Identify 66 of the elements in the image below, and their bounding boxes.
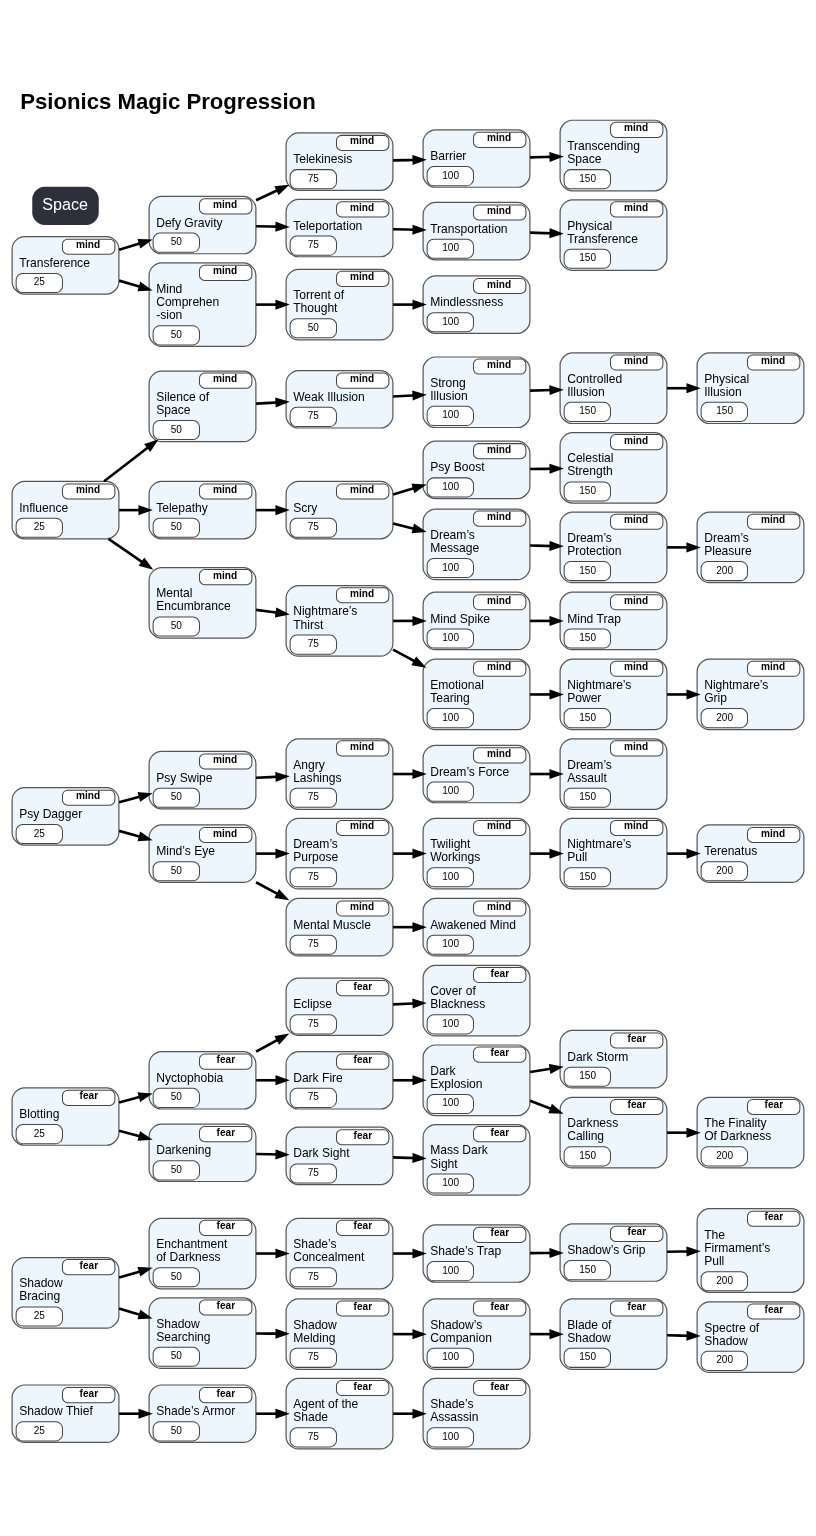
diagram-title: Psionics Magic Progression bbox=[20, 88, 316, 114]
arrow bbox=[119, 1408, 153, 1419]
arrow bbox=[530, 688, 564, 699]
arrow bbox=[393, 299, 427, 310]
arrow bbox=[107, 537, 154, 570]
arrow bbox=[393, 1328, 427, 1339]
arrow bbox=[118, 829, 153, 841]
arrow bbox=[530, 1328, 564, 1339]
arrow bbox=[393, 998, 427, 1009]
arrow bbox=[530, 540, 564, 551]
arrow bbox=[393, 1074, 427, 1085]
arrow bbox=[393, 1152, 427, 1163]
arrow bbox=[667, 382, 701, 393]
arrow bbox=[667, 848, 701, 859]
arrow bbox=[667, 1127, 701, 1138]
arrow bbox=[393, 390, 427, 401]
arrow bbox=[393, 848, 427, 859]
arrow bbox=[667, 688, 701, 699]
arrow bbox=[667, 1245, 701, 1256]
arrow bbox=[393, 224, 427, 235]
arrow bbox=[255, 1033, 290, 1053]
arrow bbox=[118, 1091, 153, 1104]
arrow bbox=[255, 184, 290, 201]
arrow bbox=[530, 615, 564, 626]
arrow bbox=[530, 384, 564, 395]
arrow bbox=[530, 768, 564, 779]
arrow bbox=[118, 1128, 153, 1141]
arrow bbox=[393, 1408, 427, 1419]
arrow bbox=[118, 1306, 153, 1319]
arrow bbox=[667, 541, 701, 552]
arrow bbox=[256, 221, 290, 232]
arrow bbox=[256, 1248, 290, 1259]
arrow bbox=[256, 299, 290, 310]
arrow bbox=[118, 238, 153, 251]
arrow bbox=[393, 768, 427, 779]
arrow bbox=[103, 438, 159, 482]
arrow bbox=[118, 791, 153, 803]
arrow bbox=[393, 154, 427, 165]
arrow bbox=[530, 1247, 564, 1258]
label: Space bbox=[42, 194, 89, 213]
arrow bbox=[256, 1074, 290, 1085]
arrow bbox=[393, 921, 427, 932]
arrow bbox=[256, 1328, 290, 1339]
arrow bbox=[392, 521, 427, 533]
arrow bbox=[256, 771, 290, 782]
arrow bbox=[256, 504, 290, 515]
arrow bbox=[530, 463, 564, 474]
arrow bbox=[393, 1248, 427, 1259]
arrow bbox=[529, 1098, 564, 1114]
arrow bbox=[393, 615, 427, 626]
arrow bbox=[256, 1148, 290, 1159]
arrow bbox=[392, 483, 427, 496]
arrow bbox=[119, 504, 153, 515]
arrow bbox=[392, 647, 427, 668]
arrow bbox=[529, 1063, 564, 1074]
arrow bbox=[118, 1266, 153, 1279]
arrow bbox=[256, 1408, 290, 1419]
arrow bbox=[256, 848, 290, 859]
arrow bbox=[530, 151, 564, 162]
arrow bbox=[118, 278, 153, 291]
arrow bbox=[530, 848, 564, 859]
arrow bbox=[255, 607, 290, 617]
arrow bbox=[256, 397, 290, 408]
arrow bbox=[530, 227, 564, 238]
arrow bbox=[667, 1330, 701, 1341]
arrow bbox=[255, 880, 290, 900]
